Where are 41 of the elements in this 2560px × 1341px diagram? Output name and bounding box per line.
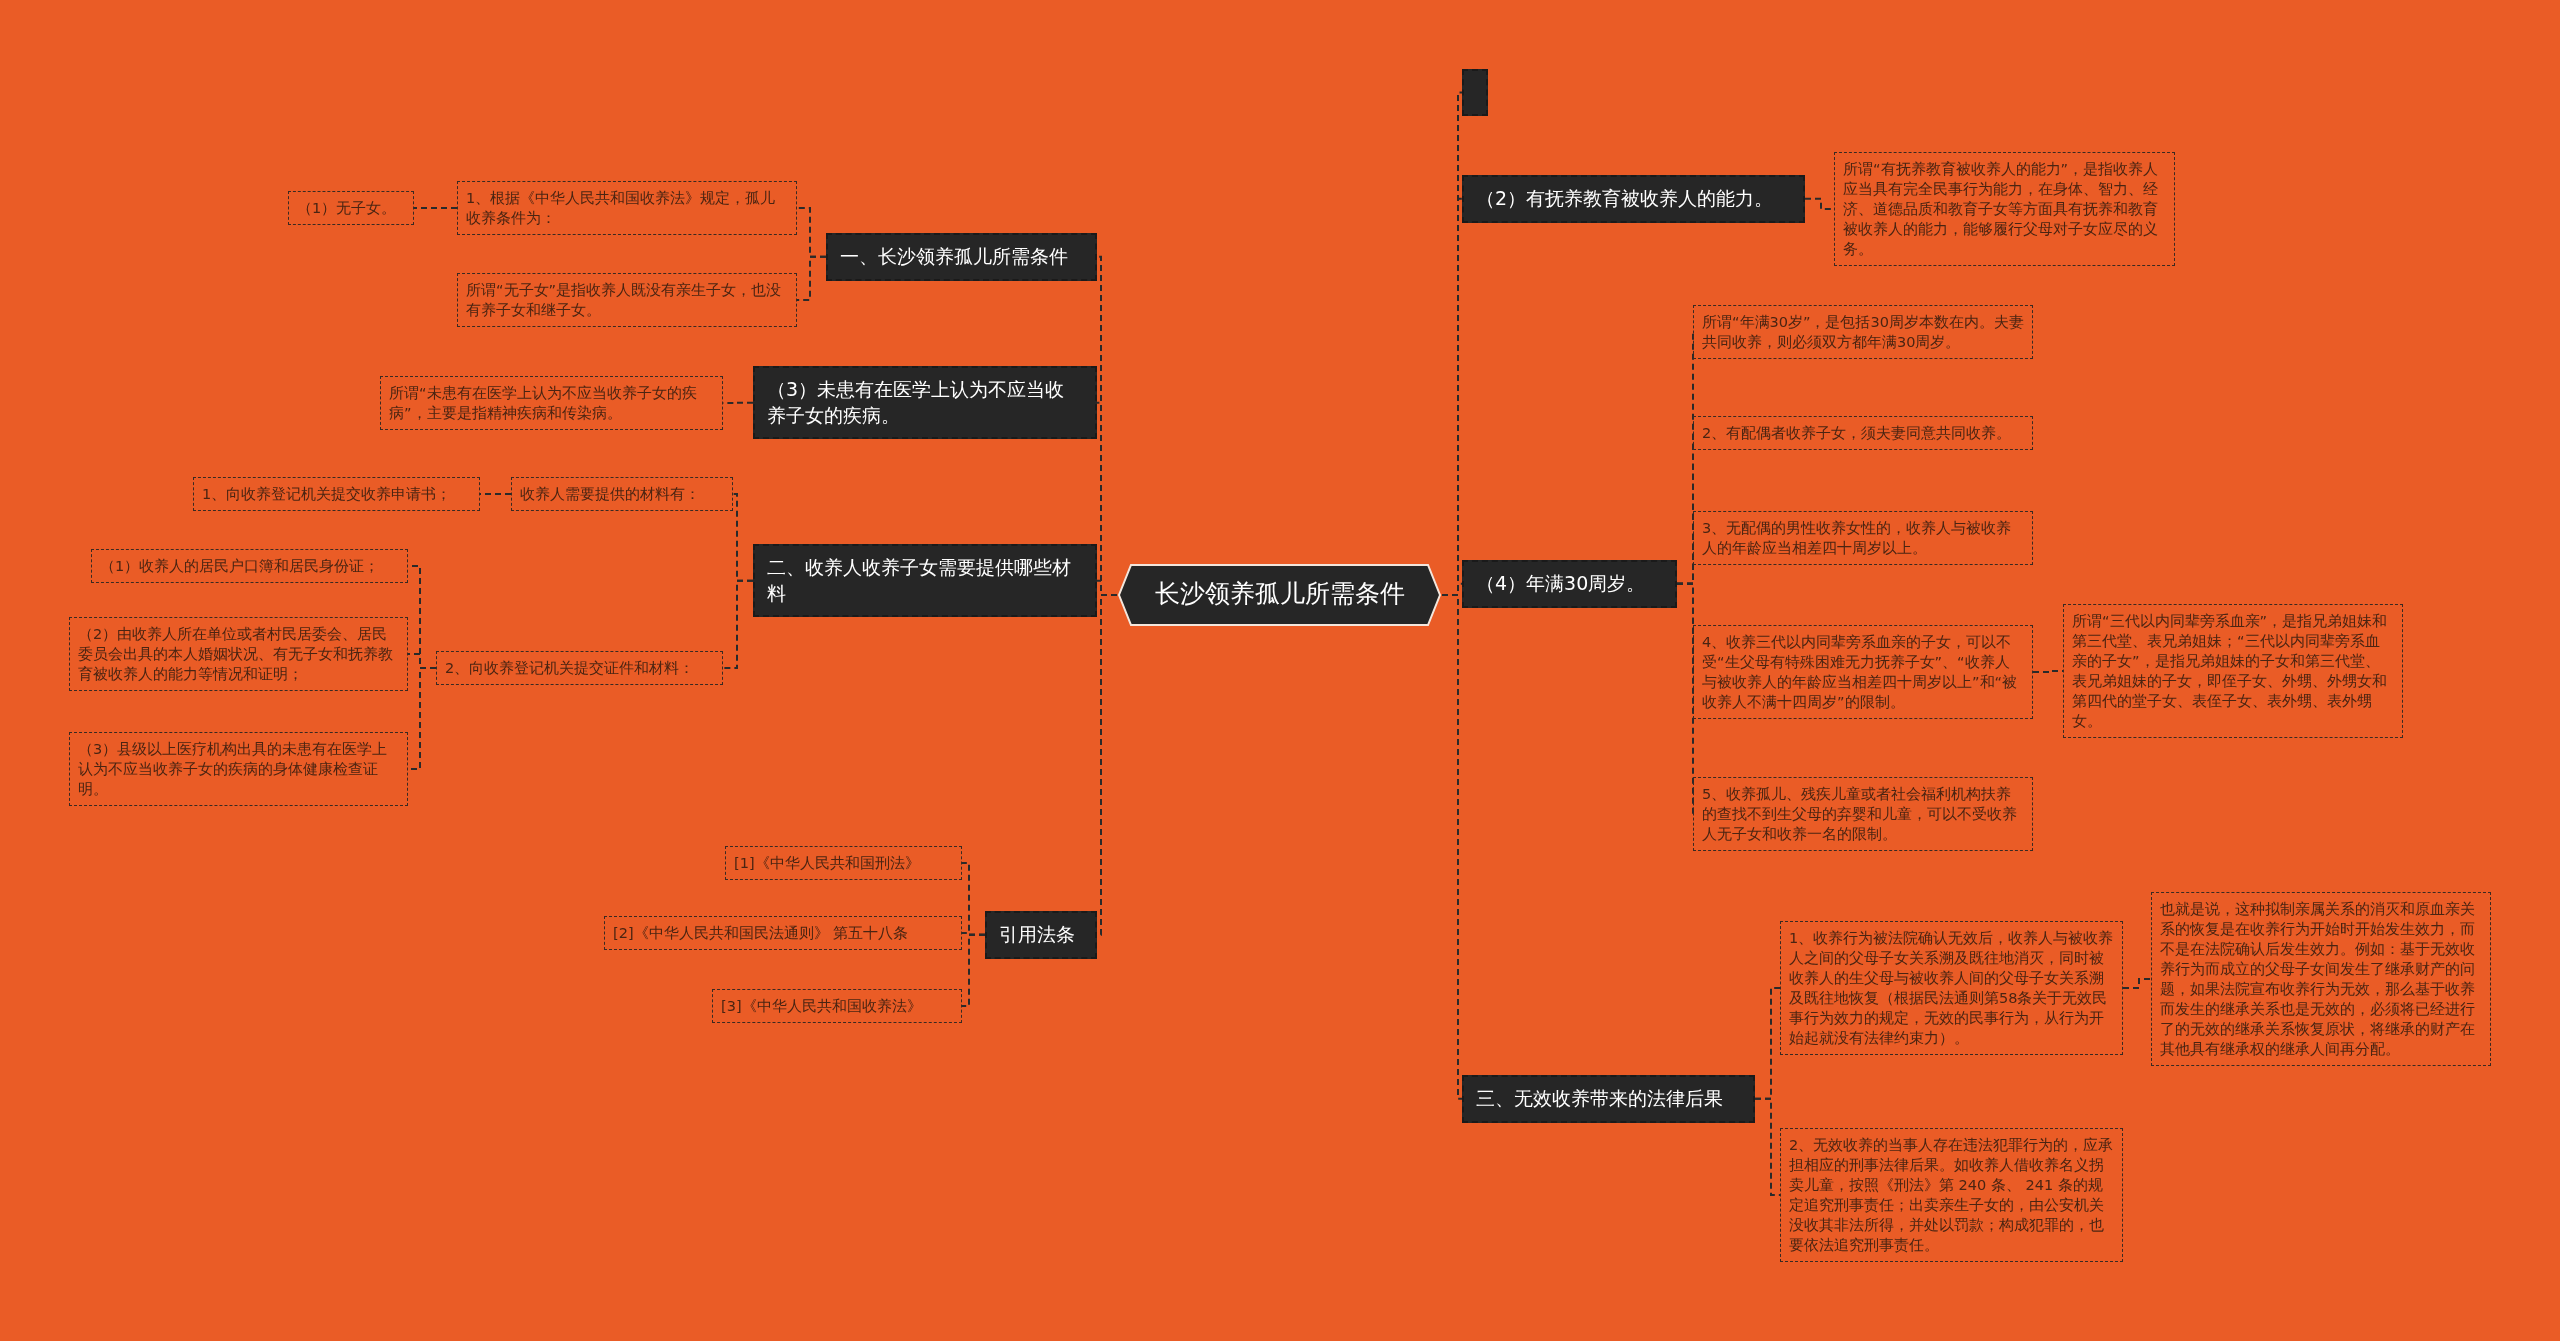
note-box: 1、收养行为被法院确认无效后，收养人与被收养人之间的父母子女关系溯及既往地消灭，同时被收养人的生父母与被收养人间的父母子女关系溯及既往地恢复（根据民法通则第58条关于无效民事行为效力的规定，无效的民事行为，从行为开始起就没有法律约束力）。 [1780, 921, 2123, 1055]
note-box: 所谓“三代以内同辈旁系血亲”，是指兄弟姐妹和第三代堂、表兄弟姐妹；“三代以内同辈旁系血亲的子女”，是指兄弟姐妹的子女和第三代堂、表兄弟姐妹的子女，即侄子女、外甥、外甥女和第四代的堂子女、表侄子女、表外甥、表外甥女。 [2063, 604, 2403, 738]
note-box: 所谓“有抚养教育被收养人的能力”，是指收养人应当具有完全民事行为能力，在身体、智力、经济、道德品质和教育子女等方面具有抚养和教育被收养人的能力，能够履行父母对子女应尽的义务。 [1834, 152, 2175, 266]
connector-line [413, 207, 458, 209]
note-box: （1）收养人的居民户口簿和居民身份证； [91, 549, 408, 583]
note-box: 2、向收养登记机关提交证件和材料： [436, 651, 723, 685]
central-topic: 长沙领养孤儿所需条件 [1117, 563, 1442, 627]
note-box: （1）无子女。 [288, 191, 414, 225]
topic-box: 引用法条 [985, 911, 1097, 959]
topic-box: （4）年满30周岁。 [1462, 560, 1677, 608]
note-box: 5、收养孤儿、残疾儿童或者社会福利机构扶养的查找不到生父母的弃婴和儿童，可以不受收养人无子女和收养一名的限制。 [1693, 777, 2033, 851]
note-box: [2]《中华人民共和国民法通则》 第五十八条 [604, 916, 962, 950]
note-box: 2、无效收养的当事人存在违法犯罪行为的，应承担相应的刑事法律后果。如收养人借收养名义拐卖儿童，按照《刑法》第 240 条、 241 条的规定追究刑事责任；出卖亲生子女的，由公安机关没收其非法所得，并处以罚款；构成犯罪的，也要依法追究刑事责任。 [1780, 1128, 2123, 1262]
note-box: 所谓“年满30岁”，是包括30周岁本数在内。夫妻共同收养，则必须双方都年满30周岁。 [1693, 305, 2033, 359]
topic-box: 三、无效收养带来的法律后果 [1462, 1075, 1755, 1123]
note-box: 1、向收养登记机关提交收养申请书； [193, 477, 480, 511]
note-box: 3、无配偶的男性收养女性的，收养人与被收养人的年龄应当相差四十周岁以上。 [1693, 511, 2033, 565]
note-box: 收养人需要提供的材料有： [511, 477, 733, 511]
topic-box: （2）有抚养教育被收养人的能力。 [1462, 175, 1805, 223]
note-box: [3]《中华人民共和国收养法》 [712, 989, 962, 1023]
note-box: （2）由收养人所在单位或者村民居委会、居民委员会出具的本人婚姻状况、有无子女和抚养教育被收养人的能力等情况和证明； [69, 617, 408, 691]
note-box: 所谓“无子女”是指收养人既没有亲生子女，也没有养子女和继子女。 [457, 273, 797, 327]
connector-line [722, 579, 754, 669]
topic-box: 一、长沙领养孤儿所需条件 [826, 233, 1097, 281]
topic-box: 二、收养人收养子女需要提供哪些材料 [753, 544, 1097, 618]
connector-line [2122, 978, 2152, 989]
note-box: 1、根据《中华人民共和国收养法》规定，孤儿收养条件为： [457, 181, 797, 235]
note-box: （3）县级以上医疗机构出具的未患有在医学上认为不应当收养子女的疾病的身体健康检查证明。 [69, 732, 408, 806]
connector-line [1754, 1097, 1781, 1196]
topic-box [1462, 69, 1488, 116]
topic-box: （3）未患有在医学上认为不应当收养子女的疾病。 [753, 366, 1097, 440]
connector-line [479, 493, 512, 495]
connector-line [1676, 582, 1694, 815]
note-box: 所谓“未患有在医学上认为不应当收养子女的疾病”，主要是指精神疾病和传染病。 [380, 376, 723, 430]
connector-line [796, 255, 827, 301]
note-box: 也就是说，这种拟制亲属关系的消灭和原血亲关系的恢复是在收养行为开始时开始发生效力，而不是在法院确认后发生效力。例如：基于无效收养行为而成立的父母子女间发生了继承财产的问题，如果法院宣布收养行为无效，那么基于收养而发生的继承关系也是无效的，必须将已经进行了的无效的继承关系恢复原状，将继承的财产在其他具有继承权的继承人间再分配。 [2151, 892, 2491, 1066]
connector-line [2032, 670, 2064, 673]
note-box: 4、收养三代以内同辈旁系血亲的子女，可以不受“生父母有特殊困难无力抚养子女”、“收养人与被收养人的年龄应当相差四十周岁以上”和“被收养人不满十四周岁”的限制。 [1693, 625, 2033, 719]
connector-line [961, 933, 986, 1007]
note-box: [1]《中华人民共和国刑法》 [725, 846, 962, 880]
note-box: 2、有配偶者收养子女，须夫妻同意共同收养。 [1693, 416, 2033, 450]
